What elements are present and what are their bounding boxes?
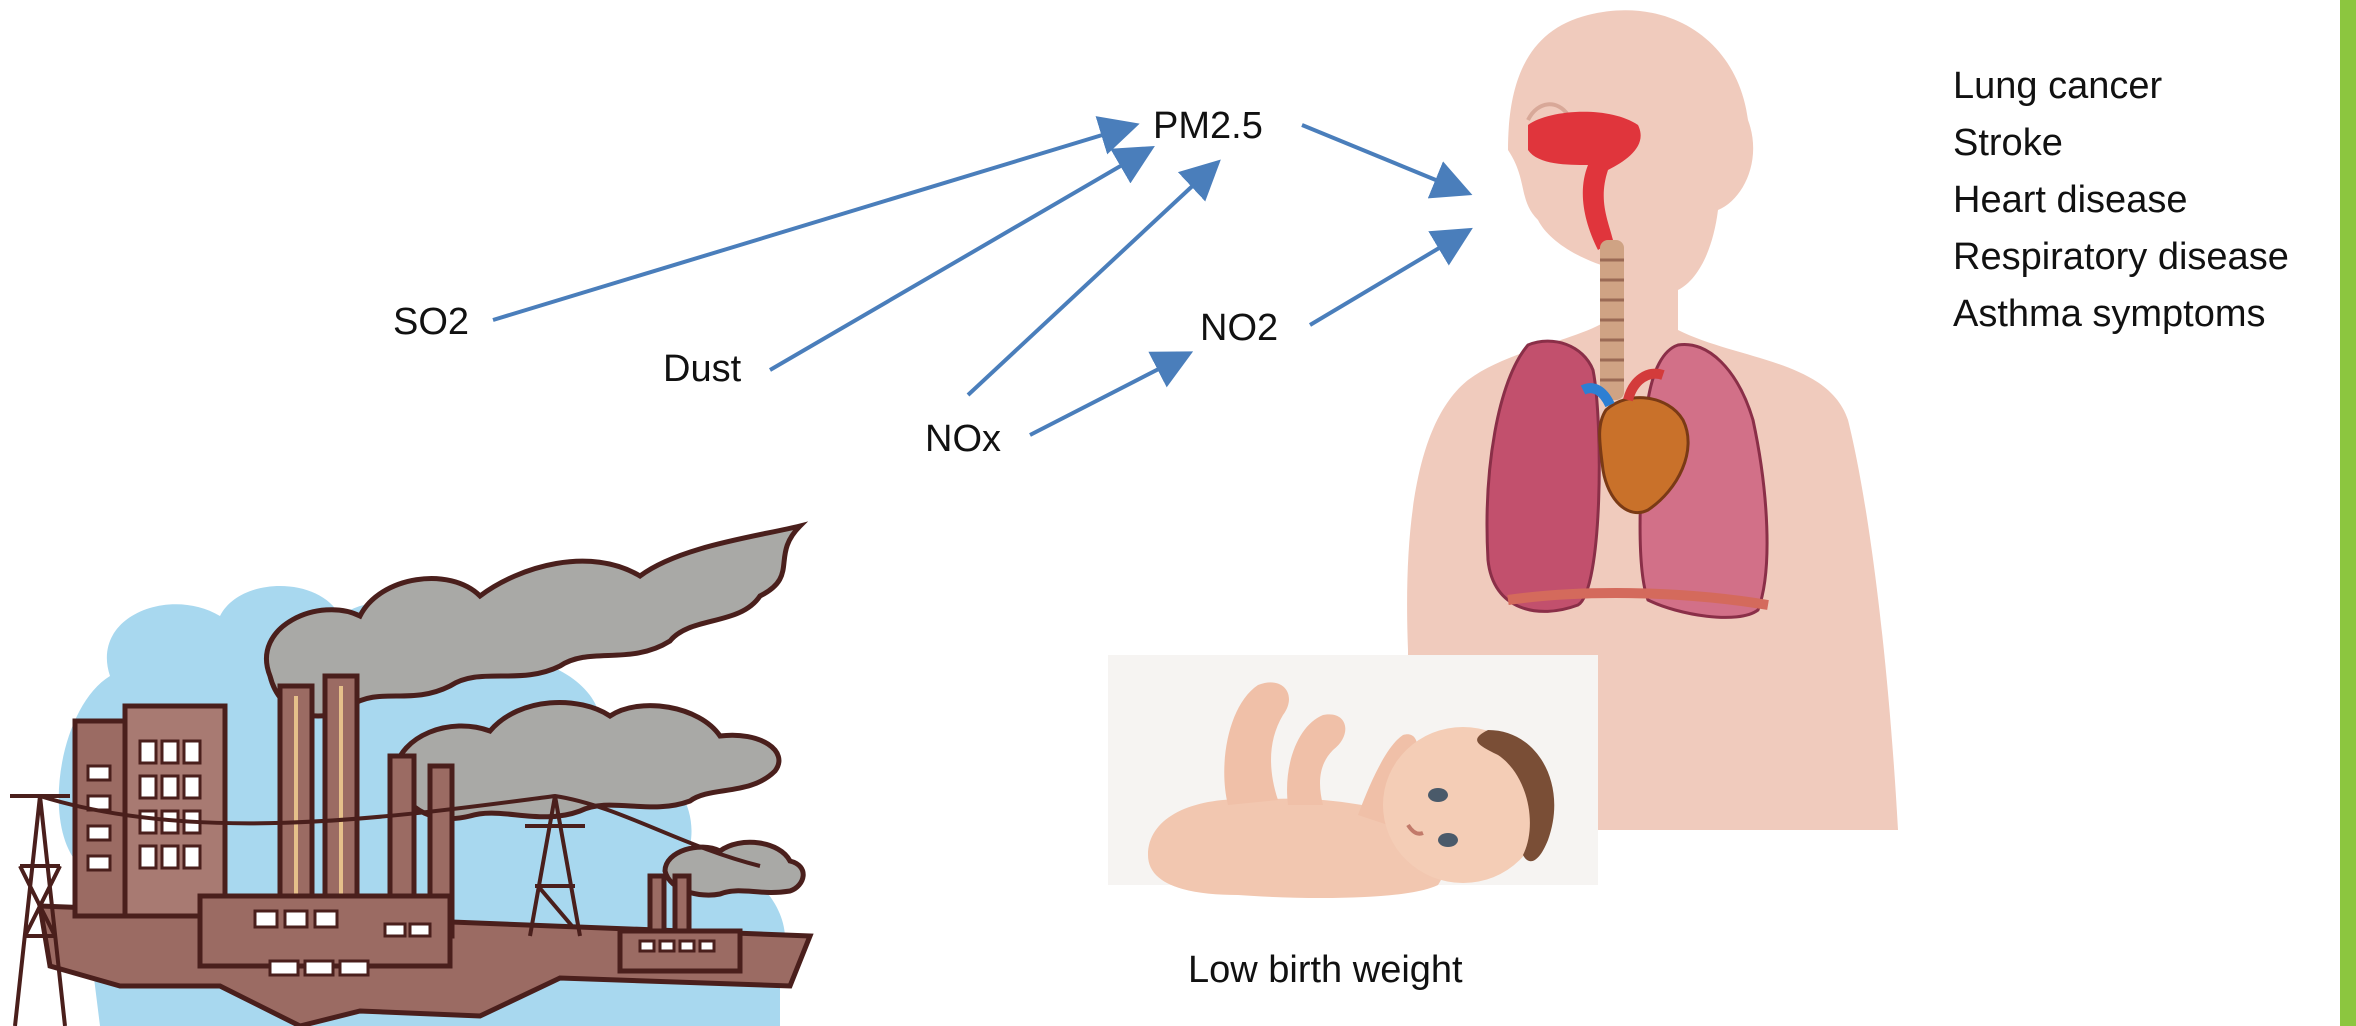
arrow-no2-to-body — [1310, 232, 1466, 325]
label-no2: NO2 — [1200, 306, 1278, 350]
arrow-nox-to-no2 — [1030, 355, 1186, 435]
baby-caption: Low birth weight — [1188, 948, 1463, 992]
outcome-item: Respiratory disease — [1953, 229, 2289, 286]
health-outcomes-list: Lung cancer Stroke Heart disease Respira… — [1953, 58, 2289, 343]
outcome-item: Asthma symptoms — [1953, 286, 2289, 343]
label-so2: SO2 — [393, 300, 469, 344]
outcome-item: Stroke — [1953, 115, 2289, 172]
arrow-pm25-to-body — [1302, 125, 1465, 192]
label-nox: NOx — [925, 417, 1001, 461]
label-pm25: PM2.5 — [1153, 104, 1263, 148]
arrow-so2-to-pm25 — [493, 126, 1132, 320]
outcome-item: Heart disease — [1953, 172, 2289, 229]
outcome-item: Lung cancer — [1953, 58, 2289, 115]
label-dust: Dust — [663, 347, 741, 391]
arrow-dust-to-pm25 — [770, 150, 1148, 370]
